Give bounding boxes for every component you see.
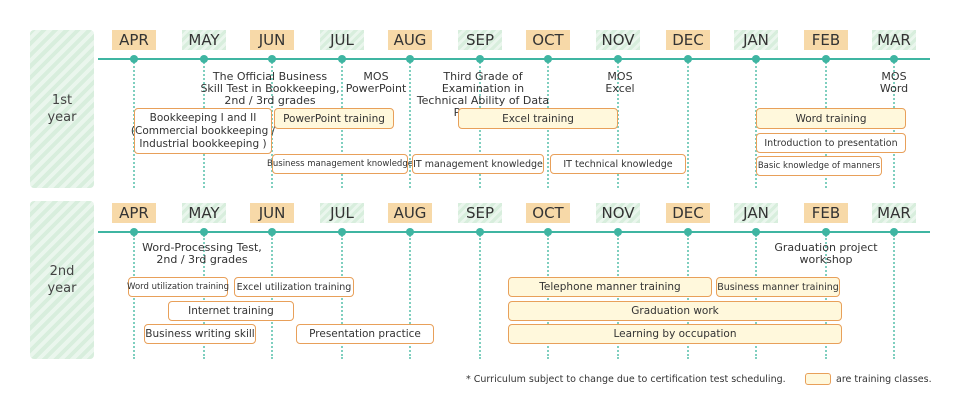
month-label-jun: JUN [250,203,294,223]
month-label-sep: SEP [458,203,502,223]
month-gridline [547,235,549,359]
month-gridline [409,62,411,188]
class-bookkeeping-line3: Industrial bookkeeping ) [139,137,267,150]
month-gridline [893,235,895,359]
class-excel-utilization: Excel utilization training [234,277,354,297]
month-gridline [687,62,689,188]
note-mos-word: MOS Word [879,70,909,95]
month-dot [338,228,346,236]
note-word-processing-test: Word-Processing Test, 2nd / 3rd grades [142,241,262,266]
month-label-jul: JUL [320,30,364,50]
month-dot [130,228,138,236]
month-gridline [203,235,205,359]
month-dot [200,228,208,236]
month-label-feb: FEB [804,203,848,223]
year-label-2nd: 2nd year [30,201,94,359]
month-gridline [755,235,757,359]
note-mos-excel: MOS Excel [605,70,635,95]
timeline-line-1 [98,58,930,60]
month-label-oct: OCT [526,30,570,50]
month-dot [684,228,692,236]
month-label-sep: SEP [458,30,502,50]
class-business-manner: Business manner training [716,277,840,297]
month-label-nov: NOV [596,203,640,223]
month-dot [822,55,830,63]
month-label-jan: JAN [734,203,778,223]
class-business-writing: Business writing skill [144,324,256,344]
month-dot [684,55,692,63]
month-dot [544,228,552,236]
month-label-jul: JUL [320,203,364,223]
month-gridline [133,235,135,359]
month-label-jun: JUN [250,30,294,50]
month-dot [268,228,276,236]
month-label-feb: FEB [804,30,848,50]
class-word-training: Word training [756,108,906,129]
class-presentation-practice: Presentation practice [296,324,434,344]
class-business-mgmt: Business management knowledge [267,154,413,174]
class-intro-presentation: Introduction to presentation [756,133,906,153]
note-graduation-workshop: Graduation project workshop [774,241,878,266]
note-mos-powerpoint: MOS PowerPoint [345,70,407,95]
month-label-apr: APR [112,203,156,223]
class-bookkeeping: Bookkeeping I and II (Commercial bookkee… [130,108,276,154]
class-word-utilization: Word utilization training [127,277,229,297]
month-gridline [479,235,481,359]
class-bookkeeping-line2: (Commercial bookkeeping / [130,124,276,137]
month-dot [406,228,414,236]
month-label-may: MAY [182,30,226,50]
month-label-dec: DEC [666,203,710,223]
class-internet-training: Internet training [168,301,294,321]
month-gridline [271,62,273,188]
class-it-mgmt: IT management knowledge [412,154,544,174]
month-gridline [617,235,619,359]
month-gridline [825,235,827,359]
month-gridline [271,235,273,359]
class-basic-manners: Basic knowledge of manners [756,156,882,176]
month-label-aug: AUG [388,203,432,223]
month-dot [890,55,898,63]
month-dot [752,228,760,236]
month-dot [338,55,346,63]
month-label-apr: APR [112,30,156,50]
month-label-may: MAY [182,203,226,223]
month-dot [890,228,898,236]
class-powerpoint-training: PowerPoint training [274,108,394,129]
month-dot [130,55,138,63]
month-dot [476,228,484,236]
class-bookkeeping-line1: Bookkeeping I and II [149,111,257,124]
class-telephone-manner: Telephone manner training [508,277,712,297]
month-label-oct: OCT [526,203,570,223]
month-dot [268,55,276,63]
month-dot [822,228,830,236]
month-dot [614,55,622,63]
class-excel-training: Excel training [458,108,618,129]
month-dot [752,55,760,63]
month-label-jan: JAN [734,30,778,50]
month-dot [614,228,622,236]
class-graduation-work: Graduation work [508,301,842,321]
month-label-mar: MAR [872,203,916,223]
legend-swatch [805,373,831,385]
month-label-nov: NOV [596,30,640,50]
note-bookkeeping-test: The Official Business Skill Test in Book… [200,70,340,107]
month-gridline [617,62,619,188]
month-label-dec: DEC [666,30,710,50]
class-it-tech: IT technical knowledge [550,154,686,174]
legend-text: are training classes. [836,374,932,385]
month-gridline [687,235,689,359]
timeline-line-2 [98,231,930,233]
month-gridline [341,235,343,359]
month-label-aug: AUG [388,30,432,50]
month-dot [476,55,484,63]
month-gridline [409,235,411,359]
footer-note: * Curriculum subject to change due to ce… [466,374,786,385]
month-label-mar: MAR [872,30,916,50]
month-dot [200,55,208,63]
year-label-1st: 1st year [30,30,94,188]
month-dot [544,55,552,63]
month-dot [406,55,414,63]
class-learning-by-occupation: Learning by occupation [508,324,842,344]
